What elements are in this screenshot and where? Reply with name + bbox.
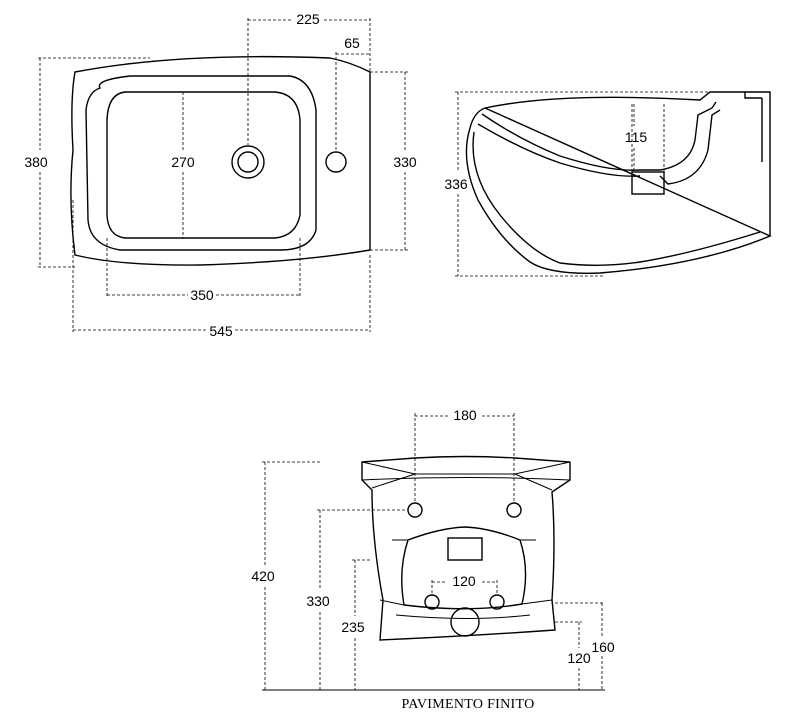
front-outlet xyxy=(447,537,483,561)
dim-hole-offset-label: 65 xyxy=(344,35,360,51)
front-top-rim xyxy=(361,461,571,491)
dim-bowl-width-label: 350 xyxy=(190,287,214,303)
dim-rim-height-label: 160 xyxy=(591,639,615,655)
dim-tap-offset-label: 225 xyxy=(296,11,320,27)
side-outer-outline xyxy=(465,91,772,274)
side-view: 115 336 xyxy=(444,91,772,277)
front-drain xyxy=(450,607,480,637)
dim-bolt-spacing-label: 180 xyxy=(453,407,477,423)
plan-rim-outline xyxy=(85,75,317,251)
front-supply-hole-right xyxy=(489,594,505,610)
plan-drain-inner xyxy=(237,151,259,173)
dim-total-width-label: 545 xyxy=(209,323,233,339)
dim-supply-height-label: 120 xyxy=(567,650,591,666)
dim-outlet-label: 115 xyxy=(625,129,648,145)
side-inner-shell xyxy=(472,131,761,266)
plan-outer-outline xyxy=(70,55,371,266)
front-supply-hole-left xyxy=(424,594,440,610)
dim-bowl-depth-label: 270 xyxy=(171,154,195,170)
dim-drain-height-label: 235 xyxy=(341,619,365,635)
front-outer-outline xyxy=(361,455,571,641)
dim-bolt-height-label: 330 xyxy=(306,593,330,609)
dim-height-label: 336 xyxy=(444,176,468,192)
front-recess xyxy=(401,526,527,610)
side-outlet xyxy=(631,171,665,195)
plan-drain-outer xyxy=(231,145,265,179)
dim-back-depth-label: 330 xyxy=(393,154,417,170)
floor-label: PAVIMENTO FINITO xyxy=(401,697,534,712)
plan-tap-hole xyxy=(325,151,347,173)
dim-total-depth-label: 380 xyxy=(24,154,48,170)
side-bowl-surface xyxy=(481,101,717,171)
plan-view: 225 65 380 270 330 350 545 xyxy=(24,11,417,339)
dim-supply-spacing-label: 120 xyxy=(452,573,476,589)
side-wall-plate xyxy=(745,91,771,236)
front-bolt-hole-left xyxy=(407,502,423,518)
plan-bowl-outline xyxy=(106,91,301,239)
dim-total-height-label: 420 xyxy=(251,568,275,584)
front-view: 180 120 420 330 235 120 160 PA xyxy=(251,407,615,712)
front-bolt-hole-right xyxy=(506,502,522,518)
